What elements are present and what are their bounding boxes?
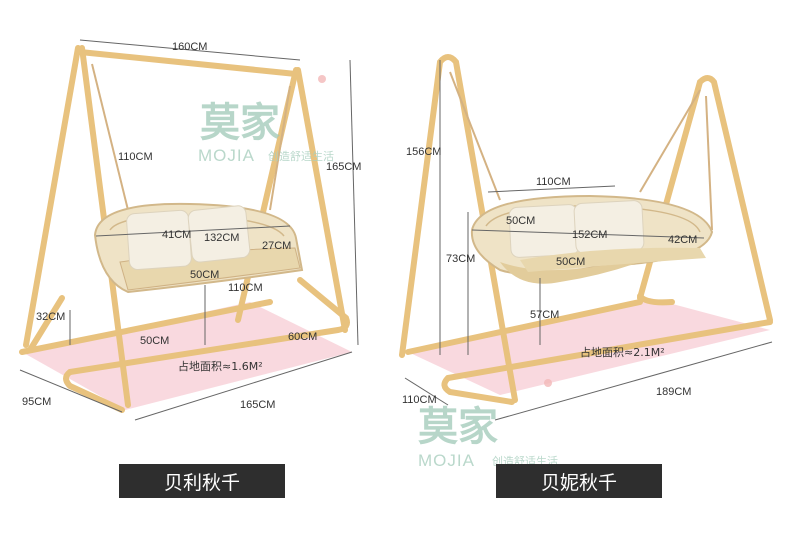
- right-dim-height-total: 156CM: [406, 146, 441, 158]
- watermark-top: 莫家 MOJIA 创造舒适生活: [198, 75, 334, 165]
- left-dim-height-total: 165CM: [326, 161, 361, 173]
- right-dim-lines: [404, 60, 773, 421]
- left-dim-base-depth: 95CM: [22, 396, 51, 408]
- right-dim-hang-height: 73CM: [446, 253, 475, 265]
- right-swing: 156CM 110CM 50CM 152CM 42CM 50CM 73CM 57…: [399, 54, 773, 421]
- right-dim-seat-top: 110CM: [536, 176, 571, 188]
- right-area-label: 占地面积≈2.1M²: [580, 345, 665, 359]
- watermark-bottom: 莫家 MOJIA 创造舒适生活: [418, 379, 558, 470]
- left-dim-seat-height-side: 27CM: [262, 240, 291, 252]
- left-area-label: 占地面积≈1.6M²: [178, 359, 263, 373]
- right-dim-seat-width: 152CM: [572, 229, 607, 241]
- watermark-bottom-en: MOJIA: [418, 451, 475, 470]
- watermark-top-en: MOJIA: [198, 146, 255, 165]
- right-dim-seat-ground: 57CM: [530, 309, 559, 321]
- left-dim-seat-inner: 50CM: [190, 269, 219, 281]
- left-dim-lines: [19, 39, 359, 421]
- left-ropes: [91, 63, 291, 211]
- left-dim-seat-depth: 41CM: [162, 229, 191, 241]
- right-swing-name-label: 贝妮秋千: [496, 464, 662, 498]
- left-dim-base-depth-right: 60CM: [288, 331, 317, 343]
- left-swing: 160CM 165CM 110CM 41CM 132CM 27CM 50CM 1…: [19, 39, 361, 421]
- left-dim-seat-width: 132CM: [204, 232, 239, 244]
- right-dim-base-width: 189CM: [656, 386, 691, 398]
- left-seat: [93, 202, 304, 294]
- right-ropes: [449, 71, 713, 231]
- right-dim-base-depth: 110CM: [402, 394, 437, 406]
- left-dim-rope: 110CM: [118, 151, 153, 163]
- right-dim-seat-height-side: 42CM: [668, 234, 697, 246]
- left-swing-name-label: 贝利秋千: [119, 464, 285, 498]
- right-dim-seat-inner: 50CM: [556, 256, 585, 268]
- left-dim-floor-center: 50CM: [140, 335, 169, 347]
- right-dim-seat-depth: 50CM: [506, 215, 535, 227]
- left-dim-base-width: 165CM: [240, 399, 275, 411]
- watermark-top-slogan: 创造舒适生活: [268, 149, 334, 163]
- left-dim-seat-ground: 110CM: [228, 282, 263, 294]
- watermark-bottom-cn: 莫家: [418, 404, 498, 450]
- watermark-top-cn: 莫家: [200, 100, 280, 146]
- left-dim-base-rail: 32CM: [36, 311, 65, 323]
- left-dim-width-top: 160CM: [172, 41, 207, 53]
- right-seat: [470, 194, 714, 284]
